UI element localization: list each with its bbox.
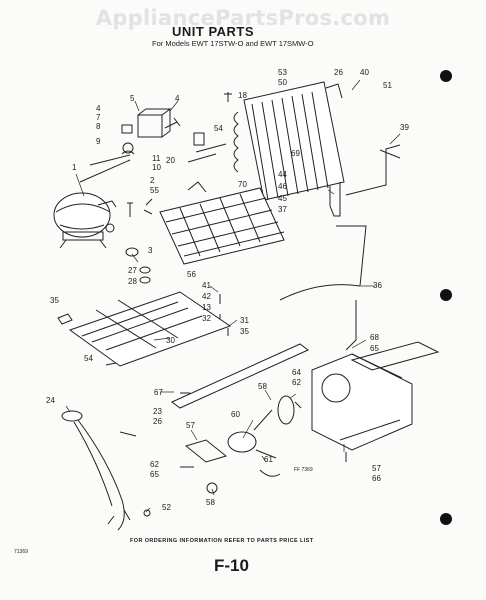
leader-lines — [65, 79, 401, 513]
callout-39: 39 — [400, 123, 409, 132]
relay-cluster-drawing — [79, 108, 181, 183]
callout-4: 4 — [175, 94, 180, 103]
callout-63: 62 — [292, 378, 301, 387]
callout-26-top: 26 — [334, 68, 343, 77]
callout-44: 45 — [278, 194, 287, 203]
callout-24: 24 — [46, 396, 55, 405]
callout-11: 11 — [152, 154, 161, 163]
callout-1: 1 — [72, 163, 77, 172]
callout-10: 10 — [152, 163, 161, 172]
callout-60: 60 — [231, 410, 240, 419]
callout-51: 54 — [84, 354, 93, 363]
callout-2: 2 — [150, 176, 155, 185]
power-cord-drawing — [61, 410, 131, 531]
callout-68: 68 — [370, 333, 379, 342]
callout-67: 67 — [154, 388, 163, 397]
bracket-drawing — [184, 341, 440, 463]
fan-motor-drawing — [227, 395, 295, 477]
callout-64: 65 — [370, 344, 379, 353]
watermark: AppliancePartsPros.com — [95, 6, 391, 30]
callout-43: 44 — [278, 170, 287, 179]
callout-31: 31 — [240, 316, 249, 325]
callout-61: 61 — [264, 455, 273, 464]
callout-35: 35 — [50, 296, 59, 305]
callout-50: 53 — [278, 68, 287, 77]
callout-41: 41 — [202, 281, 211, 290]
callout-27: 27 — [128, 266, 137, 275]
fasteners-drawing — [105, 92, 347, 517]
callout-29: 30 — [166, 336, 175, 345]
rail-drawing — [171, 343, 309, 409]
callout-53: 55 — [150, 186, 159, 195]
callout-5: 5 — [130, 94, 135, 103]
tubing-drawing — [279, 144, 401, 351]
callout-8: 8 — [96, 122, 101, 131]
callout-52: 54 — [214, 124, 223, 133]
callout-37: 37 — [278, 205, 287, 214]
drawing-code: FF 7369 — [294, 467, 313, 473]
evaporator-drawing — [159, 181, 285, 265]
callout-13: 13 — [202, 303, 211, 312]
page-subtitle: For Models EWT 17STW-O and EWT 17SMW-O — [152, 39, 314, 48]
callout-6: 4 — [96, 104, 101, 113]
callout-47: 51 — [383, 81, 392, 90]
callout-49: 52 — [162, 503, 171, 512]
callout-20: 20 — [166, 156, 175, 165]
callout-30: 32 — [202, 314, 211, 323]
callout-46: 50 — [278, 78, 287, 87]
callout-9: 9 — [96, 137, 101, 146]
base-frame-drawing — [57, 291, 232, 367]
callout-7: 7 — [96, 113, 101, 122]
binder-hole-top — [440, 70, 452, 82]
callout-18: 18 — [238, 91, 247, 100]
callout-69: 69 — [291, 149, 300, 158]
compressor-drawing — [53, 192, 117, 249]
callout-57: 58 — [258, 382, 267, 391]
callout-65-right: 66 — [372, 474, 381, 483]
callout-54: 56 — [187, 270, 196, 279]
callout-40: 40 — [360, 68, 369, 77]
page-title: UNIT PARTS — [172, 24, 255, 39]
ordering-note: FOR ORDERING INFORMATION REFER TO PARTS … — [130, 538, 314, 544]
callout-45: 46 — [278, 182, 287, 191]
binder-hole-middle — [440, 289, 452, 301]
callout-55: 57 — [372, 464, 381, 473]
callout-58: 58 — [206, 498, 215, 507]
callout-70: 70 — [238, 180, 247, 189]
callout-26-lower: 26 — [153, 417, 162, 426]
callout-66: 64 — [292, 368, 301, 377]
callout-23: 23 — [153, 407, 162, 416]
callout-3: 3 — [148, 246, 153, 255]
document-code: 71369 — [14, 549, 28, 555]
callout-56: 57 — [186, 421, 195, 430]
drier-drawing — [187, 132, 227, 163]
callout-65-left: 65 — [150, 470, 159, 479]
callout-36: 36 — [373, 281, 382, 290]
callout-28: 28 — [128, 277, 137, 286]
binder-hole-bottom — [440, 513, 452, 525]
condenser-drawing — [233, 81, 345, 201]
callout-42: 42 — [202, 292, 211, 301]
callout-32: 35 — [240, 327, 249, 336]
page-number: F-10 — [214, 556, 249, 575]
callout-62: 62 — [150, 460, 159, 469]
